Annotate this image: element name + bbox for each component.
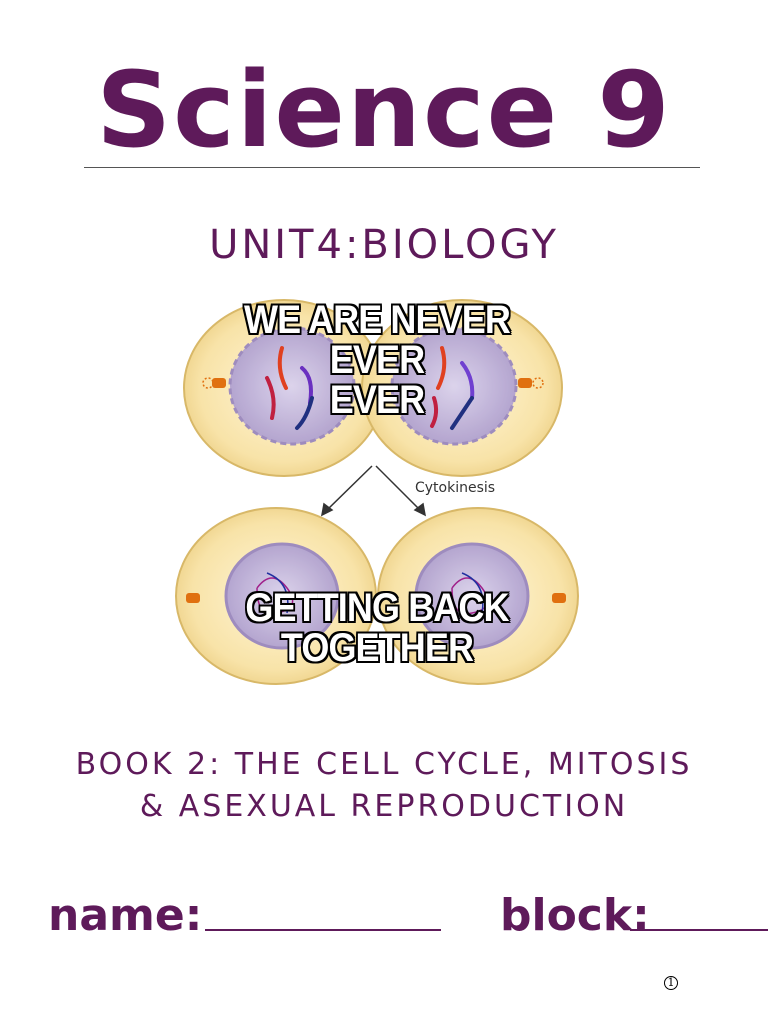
unit-heading: UNIT4:BIOLOGY <box>209 222 559 268</box>
meme-bottom-line1: GETTING BACK <box>245 586 509 630</box>
title-underline <box>84 167 700 168</box>
book-subtitle-line1: BOOK 2: THE CELL CYCLE, MITOSIS <box>75 747 693 782</box>
meme-image: WE ARE NEVER EVER EVER Cytokinesis GETTI… <box>172 288 582 700</box>
centriole-icon <box>518 377 544 389</box>
cytokinesis-label: Cytokinesis <box>415 480 496 496</box>
meme-top-line1: WE ARE NEVER EVER <box>244 298 511 382</box>
block-label: block: <box>500 890 650 941</box>
cell-division-diagram <box>175 299 579 685</box>
page-title: Science 9 <box>96 49 672 171</box>
name-label: name: <box>48 890 203 941</box>
centriole-icon <box>552 593 566 603</box>
centriole-icon <box>186 593 200 603</box>
meme-bottom-caption: GETTING BACK TOGETHER <box>193 588 562 668</box>
meme-top-caption: WE ARE NEVER EVER EVER <box>193 300 562 420</box>
block-blank-line[interactable] <box>630 929 768 931</box>
book-subtitle: BOOK 2: THE CELL CYCLE, MITOSIS & ASEXUA… <box>0 744 768 828</box>
dividing-cell <box>183 299 563 477</box>
daughter-cells <box>175 507 579 685</box>
page-number: 1 <box>664 976 678 990</box>
centriole-icon <box>202 377 226 389</box>
book-subtitle-line2: & ASEXUAL REPRODUCTION <box>139 789 629 824</box>
name-blank-line[interactable] <box>205 929 441 931</box>
meme-bottom-line2: TOGETHER <box>280 626 474 670</box>
cytokinesis-arrows <box>320 465 427 517</box>
meme-top-line2: EVER <box>329 378 425 422</box>
